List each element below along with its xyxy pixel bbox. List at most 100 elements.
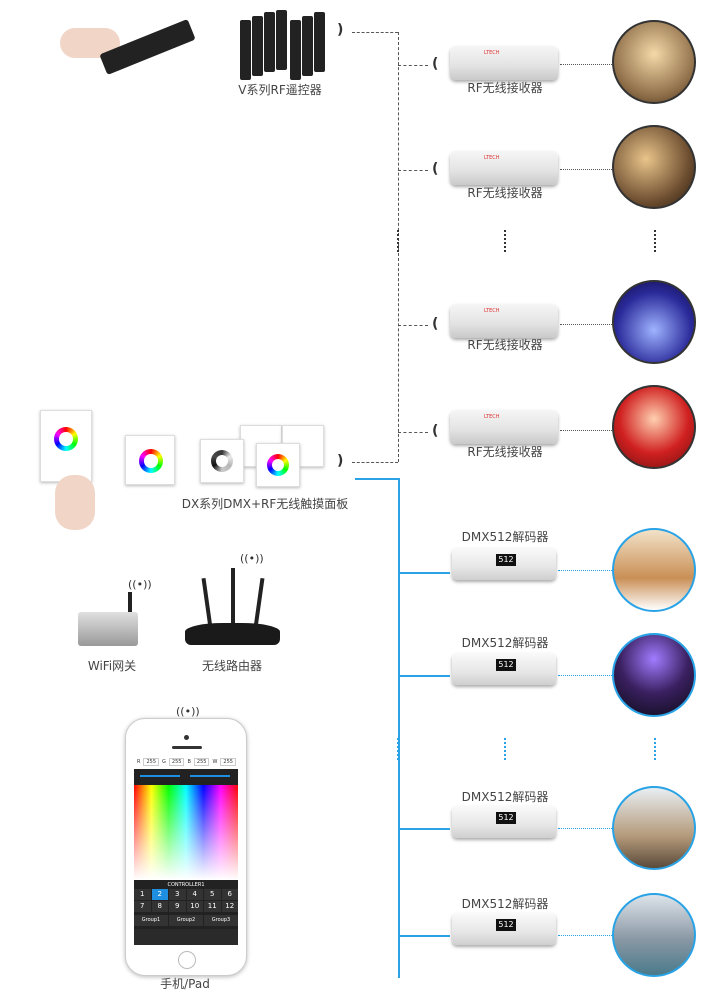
panel-label: DX系列DMX+RF无线触摸面板	[181, 497, 349, 511]
panel-hand-image	[10, 405, 110, 530]
graphic-part	[398, 432, 428, 433]
graphic-part: LTECH	[450, 304, 558, 338]
graphic-part	[276, 10, 287, 70]
phone_app-zones-10: 11	[204, 901, 221, 912]
graphic-part	[558, 935, 612, 936]
graphic-part	[612, 633, 696, 717]
graphic-part	[612, 385, 696, 469]
graphic-part	[560, 324, 612, 325]
graphic-part	[612, 125, 696, 209]
graphic-part	[178, 951, 196, 969]
graphic-part	[200, 439, 244, 483]
graphic-part	[128, 592, 132, 622]
graphic-part	[352, 462, 398, 463]
router-label: 无线路由器	[201, 659, 263, 673]
receiver_brand: LTECH	[484, 155, 500, 161]
graphic-part: (	[432, 161, 439, 177]
graphic-part	[264, 12, 275, 72]
phone_app-zones-7: 8	[151, 901, 168, 912]
hand-remote-image	[60, 18, 196, 75]
labels-decoder: DMX512解码器	[461, 790, 549, 804]
labels-decoder: DMX512解码器	[461, 636, 549, 650]
graphic-part	[302, 16, 313, 76]
graphic-part: 512	[452, 653, 556, 685]
graphic-part: LTECH	[450, 410, 558, 444]
graphic-part	[398, 325, 428, 326]
color-picker[interactable]	[134, 785, 238, 880]
gateway-label: WiFi网关	[87, 659, 137, 673]
graphic-part	[654, 738, 656, 760]
remote-label: V系列RF遥控器	[238, 83, 322, 97]
graphic-part	[231, 568, 235, 623]
signal-icon: )	[337, 453, 344, 469]
router-image	[185, 568, 280, 648]
phone_app-controller: CONTROLLER1	[167, 882, 205, 888]
wifi-icon: ((•))	[176, 705, 200, 718]
graphic-part	[134, 929, 238, 945]
phone_app-rgbw-0-v: 255	[143, 758, 160, 766]
wifi-gateway-image	[78, 592, 150, 648]
phone_app-zones-2: 3	[169, 889, 186, 900]
graphic-part: 512	[452, 806, 556, 838]
phone_app-zones-3: 4	[186, 889, 203, 900]
graphic-part: (	[432, 423, 439, 439]
labels-receiver: RF无线接收器	[467, 81, 543, 95]
graphic-part	[398, 828, 450, 830]
phone_app-rgbw-2-v: 255	[193, 758, 210, 766]
receiver_brand: LTECH	[484, 50, 500, 56]
graphic-part	[172, 746, 202, 749]
graphic-part	[240, 20, 251, 80]
v-series-remotes-image	[240, 10, 330, 80]
decoder_display: 512	[496, 554, 516, 566]
graphic-part	[612, 893, 696, 977]
graphic-part	[397, 230, 399, 252]
labels-decoder: DMX512解码器	[461, 530, 549, 544]
graphic-part	[139, 449, 163, 473]
graphic-part: 512	[452, 913, 556, 945]
touch-panels-group-image	[200, 425, 330, 487]
graphic-part	[612, 786, 696, 870]
wifi-icon: ((•))	[240, 552, 264, 565]
graphic-part: LTECH	[450, 46, 558, 80]
phone_app-rgbw-1-k: G	[162, 759, 166, 765]
graphic-part	[560, 64, 612, 65]
graphic-part	[398, 170, 428, 171]
graphic-part	[140, 775, 180, 777]
graphic-part	[185, 623, 280, 645]
graphic-part	[398, 478, 400, 978]
phone_app-rgbw-0-k: R	[137, 759, 141, 765]
signal-icon: )	[337, 22, 344, 38]
labels-receiver: RF无线接收器	[467, 338, 543, 352]
receiver_brand: LTECH	[484, 308, 500, 314]
graphic-part	[398, 65, 428, 66]
graphic-part: (	[432, 316, 439, 332]
graphic-part	[190, 775, 230, 777]
labels-receiver: RF无线接收器	[467, 445, 543, 459]
phone_app-zones-4: 5	[204, 889, 221, 900]
graphic-part	[558, 570, 612, 571]
decoder_display: 512	[496, 812, 516, 824]
graphic-part	[398, 935, 450, 937]
graphic-part	[184, 735, 189, 740]
graphic-part	[560, 430, 612, 431]
phone_app-groups-1: Group2	[169, 915, 203, 926]
phone_app-rgbw-2-k: B	[187, 759, 191, 765]
phone_app-groups-0: Group1	[134, 915, 168, 926]
phone_app-zones-1: 2	[151, 889, 168, 900]
wifi-icon: ((•))	[128, 578, 152, 591]
graphic-part	[267, 454, 289, 476]
decoder_display: 512	[496, 919, 516, 931]
graphic-part	[54, 427, 78, 451]
phone_app-zones-11: 12	[221, 901, 238, 912]
graphic-part: 512	[452, 548, 556, 580]
phone_app-zones-5: 6	[221, 889, 238, 900]
phone-label: 手机/Pad	[160, 977, 210, 991]
graphic-part	[558, 828, 612, 829]
graphic-part	[355, 478, 399, 480]
graphic-part	[612, 528, 696, 612]
